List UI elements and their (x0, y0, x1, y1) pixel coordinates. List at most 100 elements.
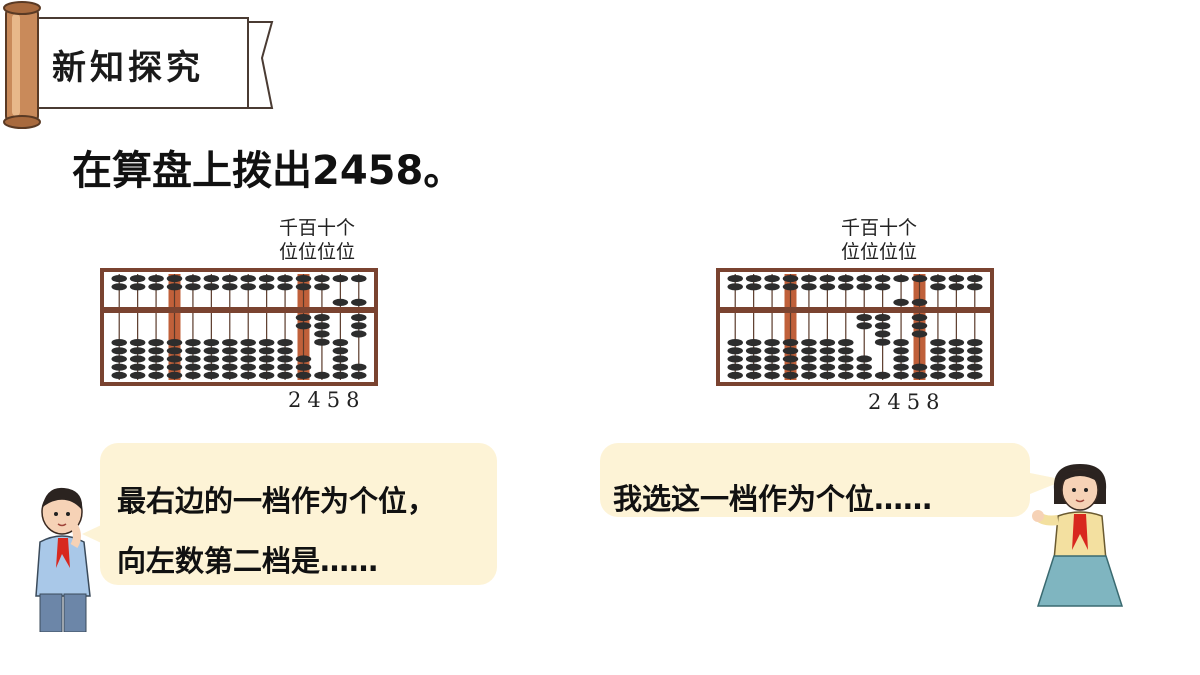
left-abacus-beam (104, 307, 374, 313)
right-abacus-bead (819, 371, 836, 379)
left-abacus-bead (185, 339, 201, 347)
left-place-labels: 千百十个 位位位位 (279, 216, 355, 264)
right-abacus-bead (893, 347, 909, 355)
right-abacus-bead (782, 339, 799, 347)
left-abacus-bead (332, 355, 349, 363)
right-abacus-bead (801, 371, 817, 379)
right-abacus-bead (967, 339, 983, 347)
left-abacus-bead (295, 363, 312, 371)
left-abacus-bead (111, 339, 127, 347)
left-abacus-bead (185, 275, 201, 283)
left-abacus-bead (240, 371, 256, 379)
right-bubble-tail (1025, 472, 1065, 496)
right-abacus-bead (764, 363, 780, 371)
girl-illustration (1032, 464, 1124, 607)
left-abacus-bead (351, 363, 367, 371)
left-abacus-bead (111, 355, 127, 363)
left-abacus-bead (332, 363, 349, 371)
right-abacus-bead (727, 371, 743, 379)
right-abacus-beam (720, 307, 990, 313)
right-abacus-bead (874, 275, 891, 283)
right-abacus-bead (782, 363, 799, 371)
right-abacus-bead (801, 339, 817, 347)
left-abacus-bead (129, 355, 146, 363)
left-abacus-bead (258, 275, 275, 283)
right-abacus-bead (874, 283, 891, 291)
left-abacus-bead (351, 371, 367, 379)
left-abacus-bead (203, 339, 220, 347)
right-abacus-bead (948, 363, 965, 371)
left-abacus-bead (111, 275, 127, 283)
right-abacus-bead (930, 355, 946, 363)
left-abacus-bead (129, 339, 146, 347)
right-abacus-bead (838, 363, 854, 371)
left-abacus-bead (258, 363, 275, 371)
left-abacus-bead (277, 347, 293, 355)
task-instruction: 在算盘上拨出2458。 (72, 148, 464, 194)
left-abacus-bead (240, 363, 256, 371)
left-abacus-bead (314, 283, 330, 291)
right-abacus-bead (856, 283, 872, 291)
right-bubble-line1: 我选这一档作为个位…… (613, 482, 933, 516)
right-abacus-bead (727, 283, 743, 291)
right-place-label-bottom: 位位位位 (841, 241, 918, 263)
left-abacus-bead (203, 283, 220, 291)
right-abacus-bead (782, 371, 799, 379)
right-abacus-bead (911, 298, 928, 306)
left-abacus-bead (166, 355, 183, 363)
right-abacus-bead (856, 275, 872, 283)
right-speech-bubble (600, 443, 1030, 517)
right-abacus-bead (801, 363, 817, 371)
right-abacus-bead (967, 363, 983, 371)
left-abacus-bead (314, 371, 330, 379)
left-abacus-bead (277, 363, 293, 371)
left-abacus-bead (222, 339, 238, 347)
left-abacus-bead (277, 371, 293, 379)
left-abacus-bead (332, 371, 349, 379)
right-abacus-bead (967, 283, 983, 291)
left-abacus-bead (111, 371, 127, 379)
right-abacus-bead (930, 347, 946, 355)
right-abacus-bead (930, 371, 946, 379)
left-abacus-bead (166, 347, 183, 355)
right-abacus-bead (856, 322, 872, 330)
right-abacus-bead (764, 283, 780, 291)
section-title: 新知探究 (52, 48, 204, 88)
right-abacus-bead (893, 275, 909, 283)
right-abacus-bead (930, 283, 946, 291)
right-place-label-top: 千百十个 (841, 217, 918, 239)
left-abacus-bead (203, 371, 220, 379)
left-abacus-bead (332, 339, 349, 347)
right-abacus-bead (764, 355, 780, 363)
left-abacus-bead (258, 339, 275, 347)
right-abacus-bead (838, 347, 854, 355)
left-abacus-bead (166, 363, 183, 371)
left-abacus-bead (314, 338, 330, 346)
right-abacus-bead (893, 355, 909, 363)
left-bubble-line1: 最右边的一档作为个位， (117, 484, 437, 518)
left-abacus-bead (258, 283, 275, 291)
left-abacus-bead (166, 371, 183, 379)
left-abacus-bead (351, 322, 367, 330)
right-abacus-bead (856, 314, 872, 322)
left-abacus-bead (351, 314, 367, 322)
right-abacus-bead (911, 275, 928, 283)
right-abacus-bead (930, 339, 946, 347)
right-abacus-bead (727, 355, 743, 363)
left-abacus-bead (351, 275, 367, 283)
left-abacus-bead (129, 283, 146, 291)
right-abacus-bead (948, 347, 965, 355)
right-abacus-bead (948, 275, 965, 283)
right-abacus-bead (727, 347, 743, 355)
left-abacus-bead (258, 355, 275, 363)
right-abacus-bead (838, 355, 854, 363)
left-abacus-bead (314, 322, 330, 330)
left-abacus-bead (111, 283, 127, 291)
left-speech-bubble (100, 443, 497, 585)
right-abacus-bead (838, 371, 854, 379)
left-abacus-bead (222, 355, 238, 363)
right-abacus-bead (893, 298, 909, 306)
left-abacus-bead (203, 363, 220, 371)
right-abacus-bead (819, 339, 836, 347)
left-abacus-bead (111, 363, 127, 371)
